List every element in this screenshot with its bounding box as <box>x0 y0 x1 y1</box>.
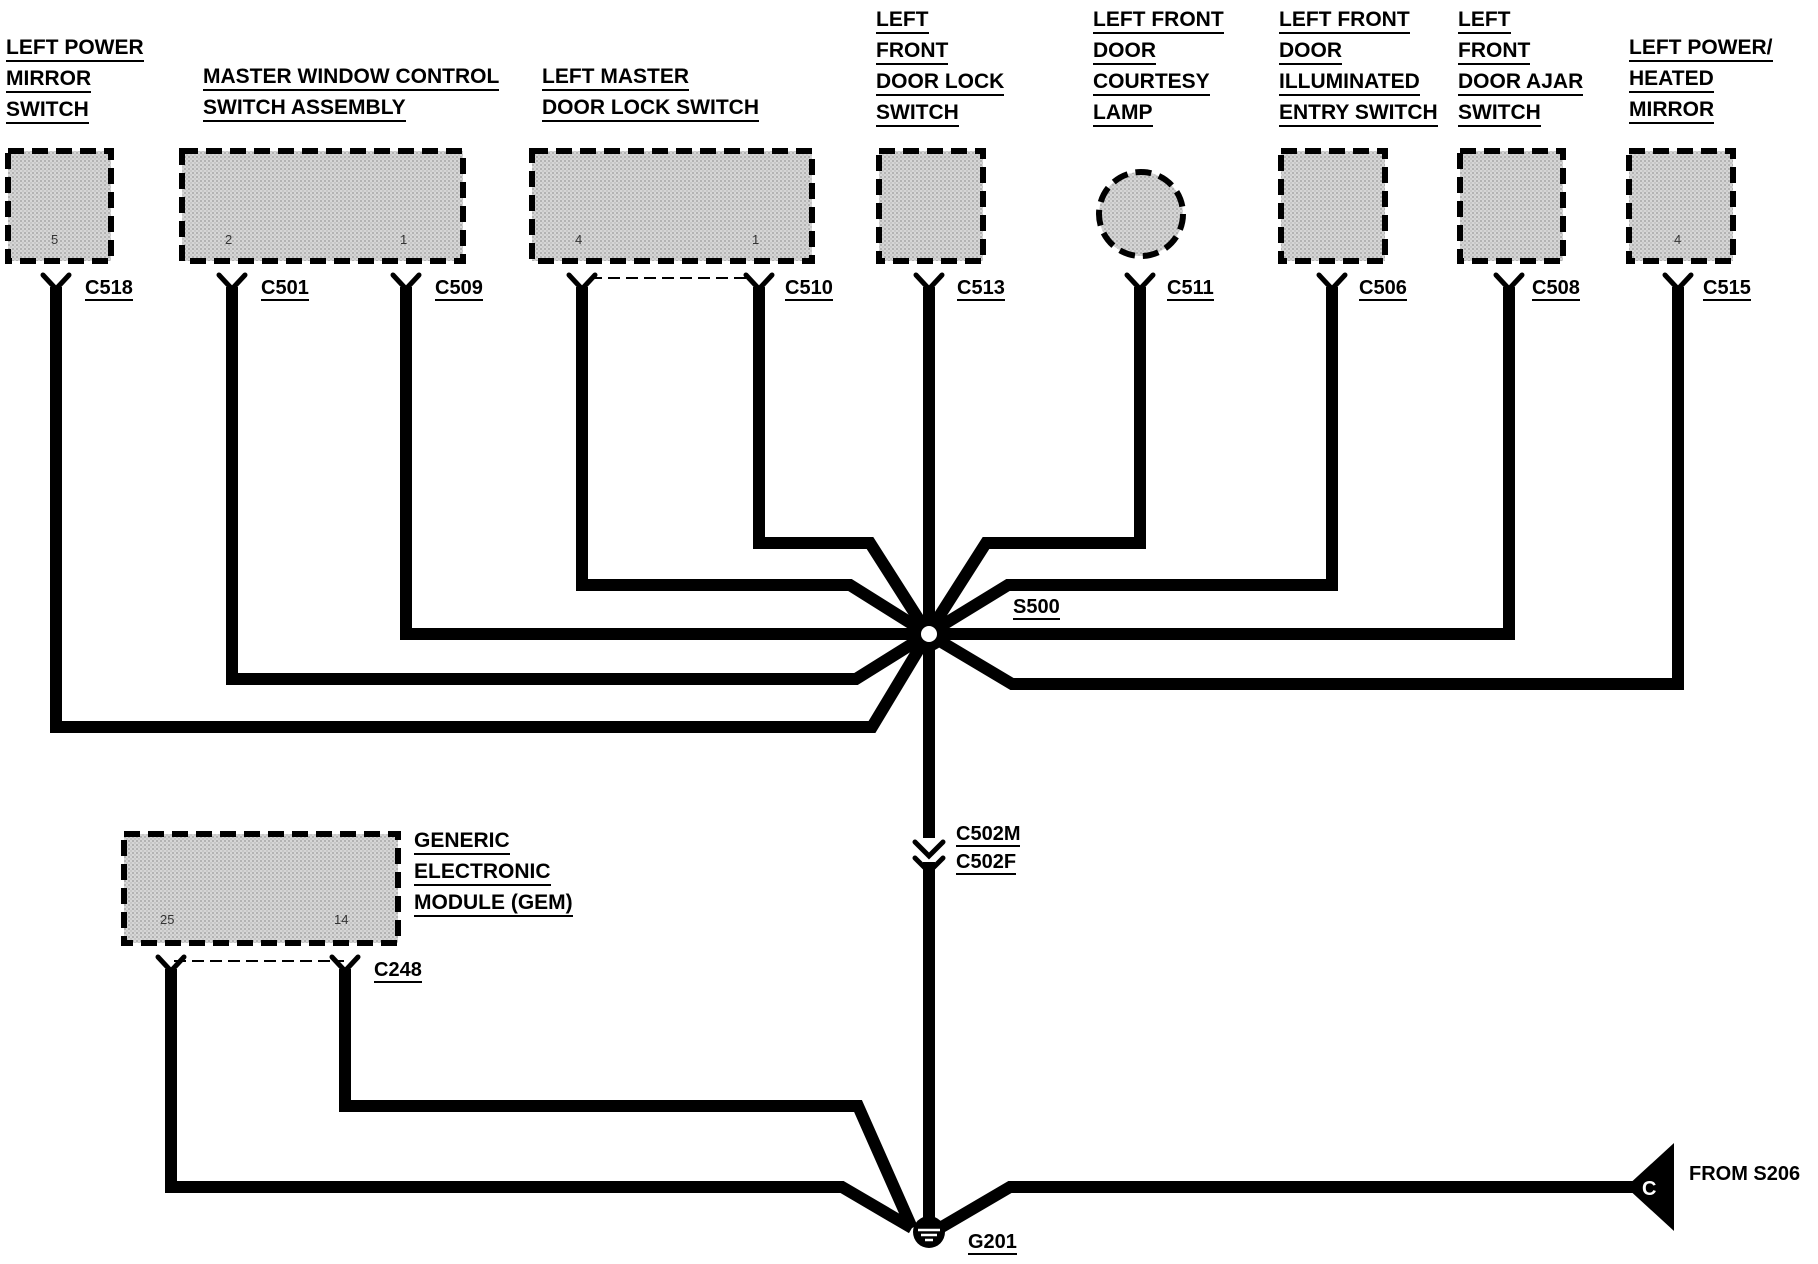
label-door-ajar-switch: LEFT FRONT DOOR AJAR SWITCH <box>1458 6 1584 130</box>
connector-c511: C511 <box>1167 277 1214 301</box>
connector-c502m: C502M <box>956 823 1021 847</box>
connector-c518: C518 <box>85 277 133 301</box>
gem-box <box>121 831 401 946</box>
ground-g201-node <box>913 1216 945 1248</box>
left-power-mirror-switch-box <box>5 148 114 264</box>
label-gem: GENERIC ELECTRONIC MODULE (GEM) <box>414 827 573 920</box>
pin-2-c501: 2 <box>225 232 232 247</box>
pin-14-c248: 14 <box>334 912 348 927</box>
illuminated-entry-switch-box <box>1278 148 1388 264</box>
left-front-door-lock-box <box>876 148 986 264</box>
master-window-control-box <box>179 148 466 264</box>
pin-1-c509: 1 <box>400 232 407 247</box>
heated-mirror-box <box>1626 148 1736 264</box>
inline-connector-c502 <box>912 839 946 876</box>
connector-c502f: C502F <box>956 851 1017 875</box>
label-heated-mirror: LEFT POWER/ HEATED MIRROR <box>1629 34 1773 127</box>
splice-s500-center <box>921 626 937 642</box>
connector-c508: C508 <box>1532 277 1580 301</box>
label-left-front-door-lock: LEFT FRONT DOOR LOCK SWITCH <box>876 6 1005 130</box>
label-courtesy-lamp: LEFT FRONT DOOR COURTESY LAMP <box>1093 6 1224 130</box>
pin-25-c248: 25 <box>160 912 174 927</box>
pin-4-c515: 4 <box>1674 232 1681 247</box>
connector-c248: C248 <box>374 959 422 983</box>
connector-c510: C510 <box>785 277 833 301</box>
left-master-door-lock-box <box>529 148 815 264</box>
connector-c515: C515 <box>1703 277 1751 301</box>
connector-c506: C506 <box>1359 277 1407 301</box>
from-s206-connector <box>1626 1143 1674 1231</box>
label-illuminated-entry-switch: LEFT FRONT DOOR ILLUMINATED ENTRY SWITCH <box>1279 6 1438 130</box>
label-left-power-mirror-switch: LEFT POWER MIRROR SWITCH <box>6 34 144 127</box>
pin-5-c518: 5 <box>51 232 58 247</box>
pin-4-c510: 4 <box>575 232 582 247</box>
wires <box>50 287 1684 1234</box>
connector-c513: C513 <box>957 277 1005 301</box>
ground-g201-label: G201 <box>968 1231 1017 1255</box>
courtesy-lamp-circle <box>1096 169 1186 259</box>
label-left-master-door-lock: LEFT MASTER DOOR LOCK SWITCH <box>542 63 759 125</box>
from-s206-letter: C <box>1642 1178 1656 1200</box>
door-ajar-switch-box <box>1457 148 1566 264</box>
label-master-window-control: MASTER WINDOW CONTROL SWITCH ASSEMBLY <box>203 63 500 125</box>
from-s206-label: FROM S206 <box>1689 1163 1801 1185</box>
splice-s500-label: S500 <box>1013 596 1060 620</box>
ground-symbol <box>918 1228 940 1242</box>
connector-c501: C501 <box>261 277 309 301</box>
connector-c509: C509 <box>435 277 483 301</box>
pin-1-c510: 1 <box>752 232 759 247</box>
